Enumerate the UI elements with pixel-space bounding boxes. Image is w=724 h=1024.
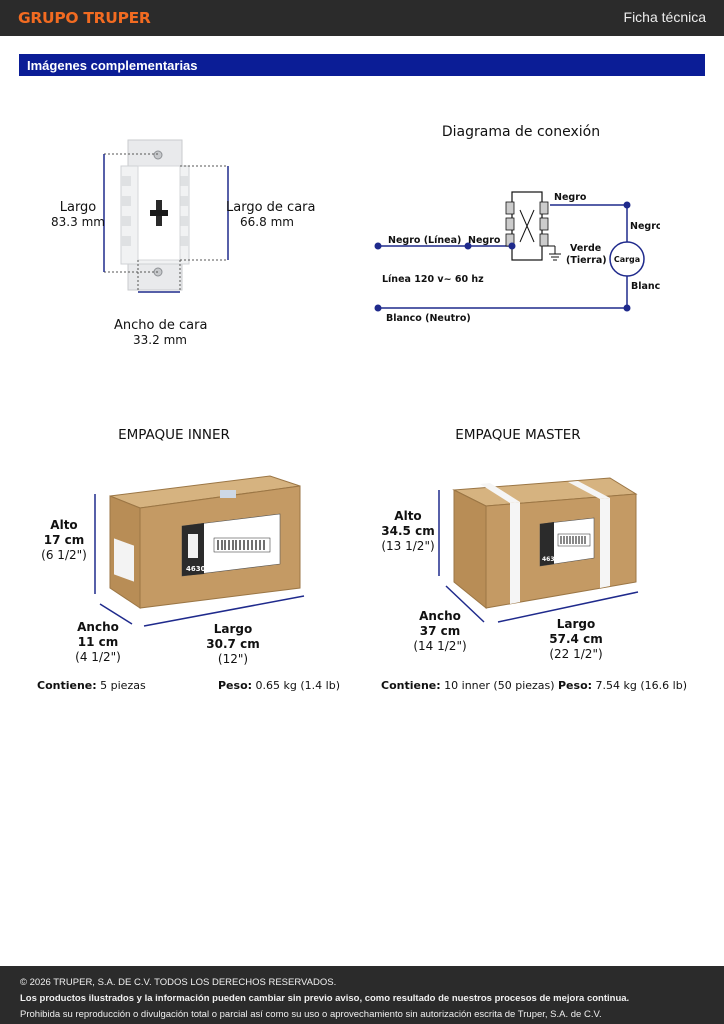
- inner-package-title: EMPAQUE INNER: [118, 427, 230, 443]
- wire-label-tierra: (Tierra): [566, 255, 607, 266]
- footer-copyright: © 2026 TRUPER, S.A. DE C.V. TODOS LOS DE…: [20, 977, 337, 988]
- wire-label-negro-mid: Negro: [468, 235, 501, 246]
- inner-box-illustration: 46300: [94, 475, 305, 627]
- dimmer-largo-cara-dimension: Largo de cara 66.8 mm: [226, 200, 316, 229]
- master-box-illustration: 46300: [438, 477, 639, 623]
- section-title: Imágenes complementarias: [19, 54, 705, 76]
- master-package-title: EMPAQUE MASTER: [455, 427, 581, 443]
- wire-label-negro-right: Negro: [630, 221, 660, 232]
- master-box-code: 46300: [542, 556, 563, 563]
- dimmer-switch-illustration: [103, 139, 229, 293]
- wire-label-blanco: Blanco: [631, 281, 660, 292]
- footer-notice: Los productos ilustrados y la informació…: [20, 993, 630, 1004]
- load-label: Carga: [614, 255, 640, 264]
- master-weight: Peso: 7.54 kg (16.6 lb): [558, 679, 687, 692]
- line-voltage-label: Línea 120 v~ 60 hz: [382, 274, 484, 285]
- inner-weight: Peso: 0.65 kg (1.4 lb): [218, 679, 340, 692]
- wiring-diagram-title: Diagrama de conexión: [441, 124, 601, 140]
- wiring-diagram: Negro Negro Negro (Línea) Negro Verde (T…: [374, 191, 660, 324]
- dimmer-ancho-cara-dimension: Ancho de cara 33.2 mm: [114, 318, 208, 347]
- wire-label-blanco-neutro: Blanco (Neutro): [386, 313, 471, 324]
- wire-label-negro-top: Negro: [554, 192, 587, 203]
- document-type: Ficha técnica: [623, 9, 706, 25]
- header-bar: GRUPO TRUPER Ficha técnica: [0, 0, 724, 36]
- wire-label-negro-linea: Negro (Línea): [388, 235, 461, 246]
- wire-label-verde: Verde: [570, 243, 601, 254]
- master-contents: Contiene: 10 inner (50 piezas): [381, 679, 555, 692]
- dimmer-largo-dimension: Largo 83.3 mm: [51, 200, 105, 229]
- inner-box-code: 46300: [186, 565, 210, 573]
- footer: © 2026 TRUPER, S.A. DE C.V. TODOS LOS DE…: [0, 966, 724, 1024]
- inner-contents: Contiene: 5 piezas: [37, 679, 146, 692]
- brand-logo: GRUPO TRUPER: [18, 9, 151, 27]
- footer-legal: Prohibida su reproducción o divulgación …: [20, 1009, 602, 1020]
